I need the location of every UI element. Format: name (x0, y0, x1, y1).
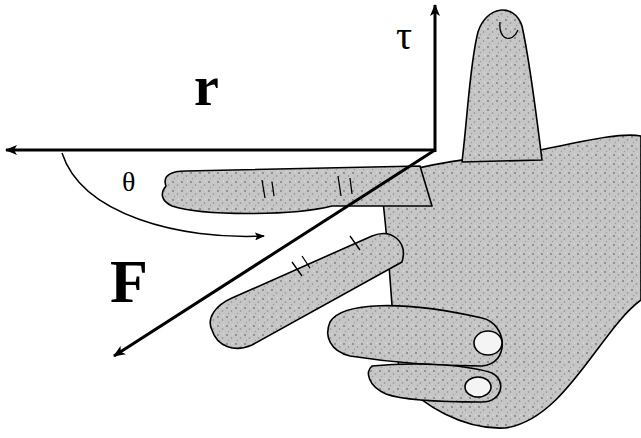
torque-symbol: τ (396, 16, 412, 56)
force-symbol: F (110, 250, 148, 312)
force-vector (114, 150, 435, 356)
middle-finger (210, 234, 403, 349)
fingernail-outline (500, 22, 518, 38)
little-finger (369, 364, 501, 402)
skin-crease (262, 176, 352, 198)
angle-arc (62, 153, 264, 236)
torque-vector (434, 5, 437, 152)
fingernail (465, 377, 491, 397)
angle-symbol: θ (122, 168, 135, 196)
index-finger (162, 166, 432, 214)
skin-crease (292, 236, 360, 276)
fingernail (474, 331, 502, 355)
position-vector (6, 149, 435, 152)
ring-finger (328, 306, 502, 366)
thumb (462, 10, 542, 162)
position-symbol: r (194, 58, 219, 114)
